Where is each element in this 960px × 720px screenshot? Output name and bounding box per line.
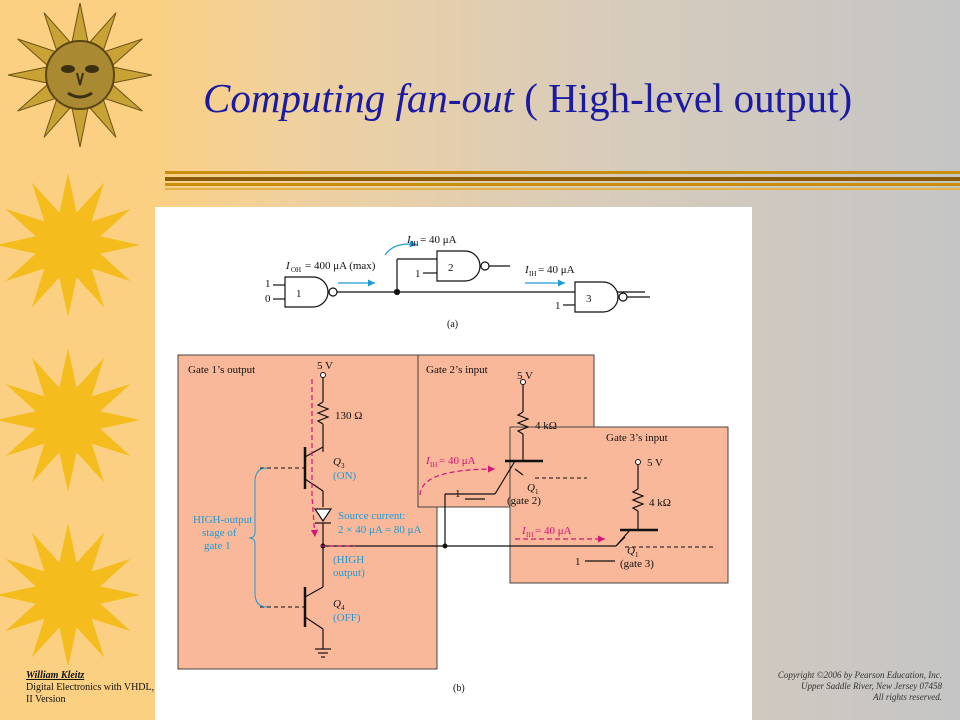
- gate-3-panel-title: Gate 3’s input: [606, 432, 668, 444]
- gate-2-label: 2: [448, 262, 454, 274]
- source-current-path: [310, 379, 319, 538]
- nand-gate-1: [284, 276, 329, 308]
- vcc-gate-2: 5 V: [517, 370, 533, 382]
- author-name: William Kleitz: [26, 670, 85, 681]
- iih-symbol-b1: I: [425, 455, 431, 467]
- gate-2-circuit: [465, 382, 543, 500]
- iih-subscript-a1: IH: [411, 240, 418, 248]
- gate-3-label: 3: [586, 293, 592, 305]
- book-title: Digital Electronics with VHDL,: [26, 682, 155, 693]
- source-current-line-1: Source current:: [338, 510, 406, 522]
- gate-1-output-panel: [177, 354, 438, 670]
- q3-subscript: 3: [341, 462, 345, 470]
- q4-subscript: 4: [341, 604, 345, 612]
- fan-out-circuit-figure: I OH = 400 μA (max) I IH = 40 μA I IH = …: [155, 207, 752, 720]
- gate-3-input-one: 1: [575, 556, 581, 568]
- nand-gate-2: [436, 250, 481, 282]
- resistor-4k-gate3-label: 4 kΩ: [649, 497, 671, 509]
- stage-label-line-3: gate 1: [204, 540, 231, 552]
- gate-1-input-low: 0: [265, 293, 271, 305]
- iih-value-a2: = 40 μA: [538, 264, 575, 276]
- q1-gate2-label: Q: [527, 482, 535, 494]
- stage-label-line-2: stage of: [202, 527, 237, 539]
- gate-2-input-one: 1: [455, 488, 461, 500]
- copyright-notice: Copyright ©2006 by Pearson Education, In…: [778, 670, 942, 703]
- sun-icon: [0, 348, 140, 492]
- iih-subscript-b2: IH: [526, 531, 533, 539]
- vcc-gate-1: 5 V: [317, 360, 333, 372]
- author-credit: William Kleitz Digital Electronics with …: [26, 670, 154, 706]
- high-output-stage-bracket: [248, 467, 268, 608]
- gate-2-panel-title: Gate 2’s input: [426, 364, 488, 376]
- iih-symbol-a2: I: [524, 264, 530, 276]
- caption-b: (b): [453, 683, 465, 694]
- copyright-line-3: All rights reserved.: [873, 692, 942, 702]
- caption-a: (a): [447, 319, 458, 330]
- gate-1-panel-title: Gate 1’s output: [188, 364, 255, 376]
- title-regular-part: ( High-level output): [513, 75, 853, 121]
- resistor-4k-gate2-label: 4 kΩ: [535, 420, 557, 432]
- ioh-value-label: = 400 μA (max): [305, 260, 376, 272]
- iih-value-a1: = 40 μA: [420, 234, 457, 246]
- sun-icon: [0, 523, 140, 667]
- gate-2-input-high: 1: [415, 268, 421, 280]
- iih-symbol-b2: I: [521, 525, 527, 537]
- nand-gate-3: [574, 281, 619, 313]
- slide-title: Computing fan-out ( High-level output): [203, 74, 852, 122]
- gate-1-label: 1: [296, 288, 302, 300]
- resistor-130-label: 130 Ω: [335, 410, 362, 422]
- gate-3-note: (gate 3): [620, 558, 654, 570]
- high-output-line-1: (HIGH: [333, 554, 364, 566]
- resistor-4k-gate2: [516, 411, 530, 435]
- diode: [313, 508, 333, 523]
- book-version: II Version: [26, 694, 66, 705]
- ioh-symbol: I: [285, 260, 291, 272]
- sun-face-icon: [7, 2, 153, 148]
- q4-state: (OFF): [333, 612, 361, 624]
- sun-decoration-column: [0, 2, 153, 667]
- resistor-130: [316, 401, 330, 425]
- sun-icon: [0, 173, 140, 317]
- high-output-line-2: output): [333, 567, 365, 579]
- ioh-subscript: OH: [291, 266, 301, 274]
- q1-gate3-label: Q: [627, 545, 635, 557]
- q1-gate3-subscript: 1: [635, 551, 639, 559]
- iih-value-b1: = 40 μA: [439, 455, 476, 467]
- title-divider-bar: [165, 171, 960, 190]
- gate-3-input-panel: [509, 426, 729, 584]
- gate-3-input-high: 1: [555, 300, 561, 312]
- q1-gate2-subscript: 1: [535, 488, 539, 496]
- iih-subscript-a2: IH: [529, 270, 536, 278]
- copyright-line-1: Copyright ©2006 by Pearson Education, In…: [777, 670, 942, 680]
- vcc-gate-3: 5 V: [647, 457, 663, 469]
- gate-1-input-high: 1: [265, 278, 271, 290]
- stage-label-line-1: HIGH-output: [193, 514, 252, 526]
- q3-state: (ON): [333, 470, 357, 482]
- diagram-a: [273, 240, 650, 313]
- title-italic-part: Computing fan-out: [203, 75, 514, 121]
- gate-2-note: (gate 2): [507, 495, 541, 507]
- source-current-line-2: 2 × 40 μA = 80 μA: [338, 524, 422, 536]
- q3-label: Q: [333, 456, 341, 468]
- iih-value-b2: = 40 μA: [535, 525, 572, 537]
- gate-3-circuit: [585, 462, 658, 562]
- resistor-4k-gate3: [631, 488, 645, 512]
- copyright-line-2: Upper Saddle River, New Jersey 07458: [801, 681, 942, 691]
- iih-subscript-b1: IH: [430, 461, 437, 469]
- q4-label: Q: [333, 598, 341, 610]
- iih-symbol-a1: I: [406, 234, 412, 246]
